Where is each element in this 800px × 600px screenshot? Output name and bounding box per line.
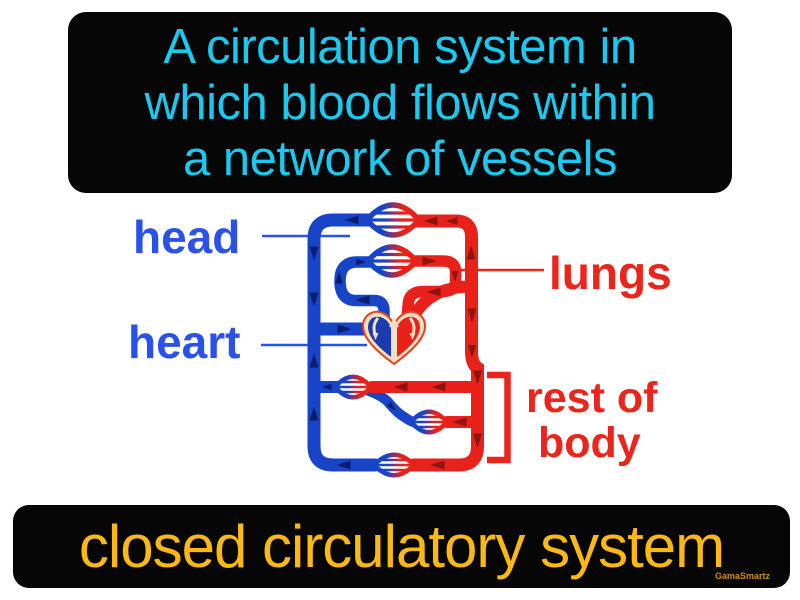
- head-label: head: [133, 211, 240, 263]
- head-capillary-bed: [363, 202, 423, 238]
- aorta-to-head: [410, 214, 478, 296]
- term-label: closed circulatory system: [78, 513, 725, 580]
- rest-of-body-bracket: [487, 371, 511, 464]
- watermark: GamaSmartz: [714, 571, 770, 581]
- heart-flow-arrows: [372, 317, 416, 357]
- definition-box: A circulation system in which blood flow…: [68, 12, 732, 193]
- lungs-capillary-bed: [364, 244, 420, 278]
- definition-line-3: a network of vessels: [183, 131, 617, 186]
- definition-line-1: A circulation system in: [163, 19, 637, 74]
- body-bed-link: [364, 386, 418, 427]
- body-capillary-bed-3: [370, 452, 418, 478]
- heart-shape: [361, 310, 427, 366]
- term-box: closed circulatory system GamaSmartz: [13, 505, 790, 588]
- rest-of-body-label-line2: body: [538, 419, 641, 467]
- capillary-beds: [332, 202, 450, 478]
- vein-trunk: [307, 213, 382, 472]
- rest-of-body-label-line1: rest of: [526, 374, 658, 422]
- body-capillary-bed-1: [332, 374, 374, 400]
- pulmonary-artery: [334, 256, 390, 326]
- lungs-label: lungs: [549, 247, 672, 299]
- aortic-arch: [406, 280, 478, 326]
- heart-label: heart: [128, 316, 240, 368]
- body-capillary-bed-2: [408, 409, 450, 435]
- definition-line-2: which blood flows within: [144, 75, 656, 130]
